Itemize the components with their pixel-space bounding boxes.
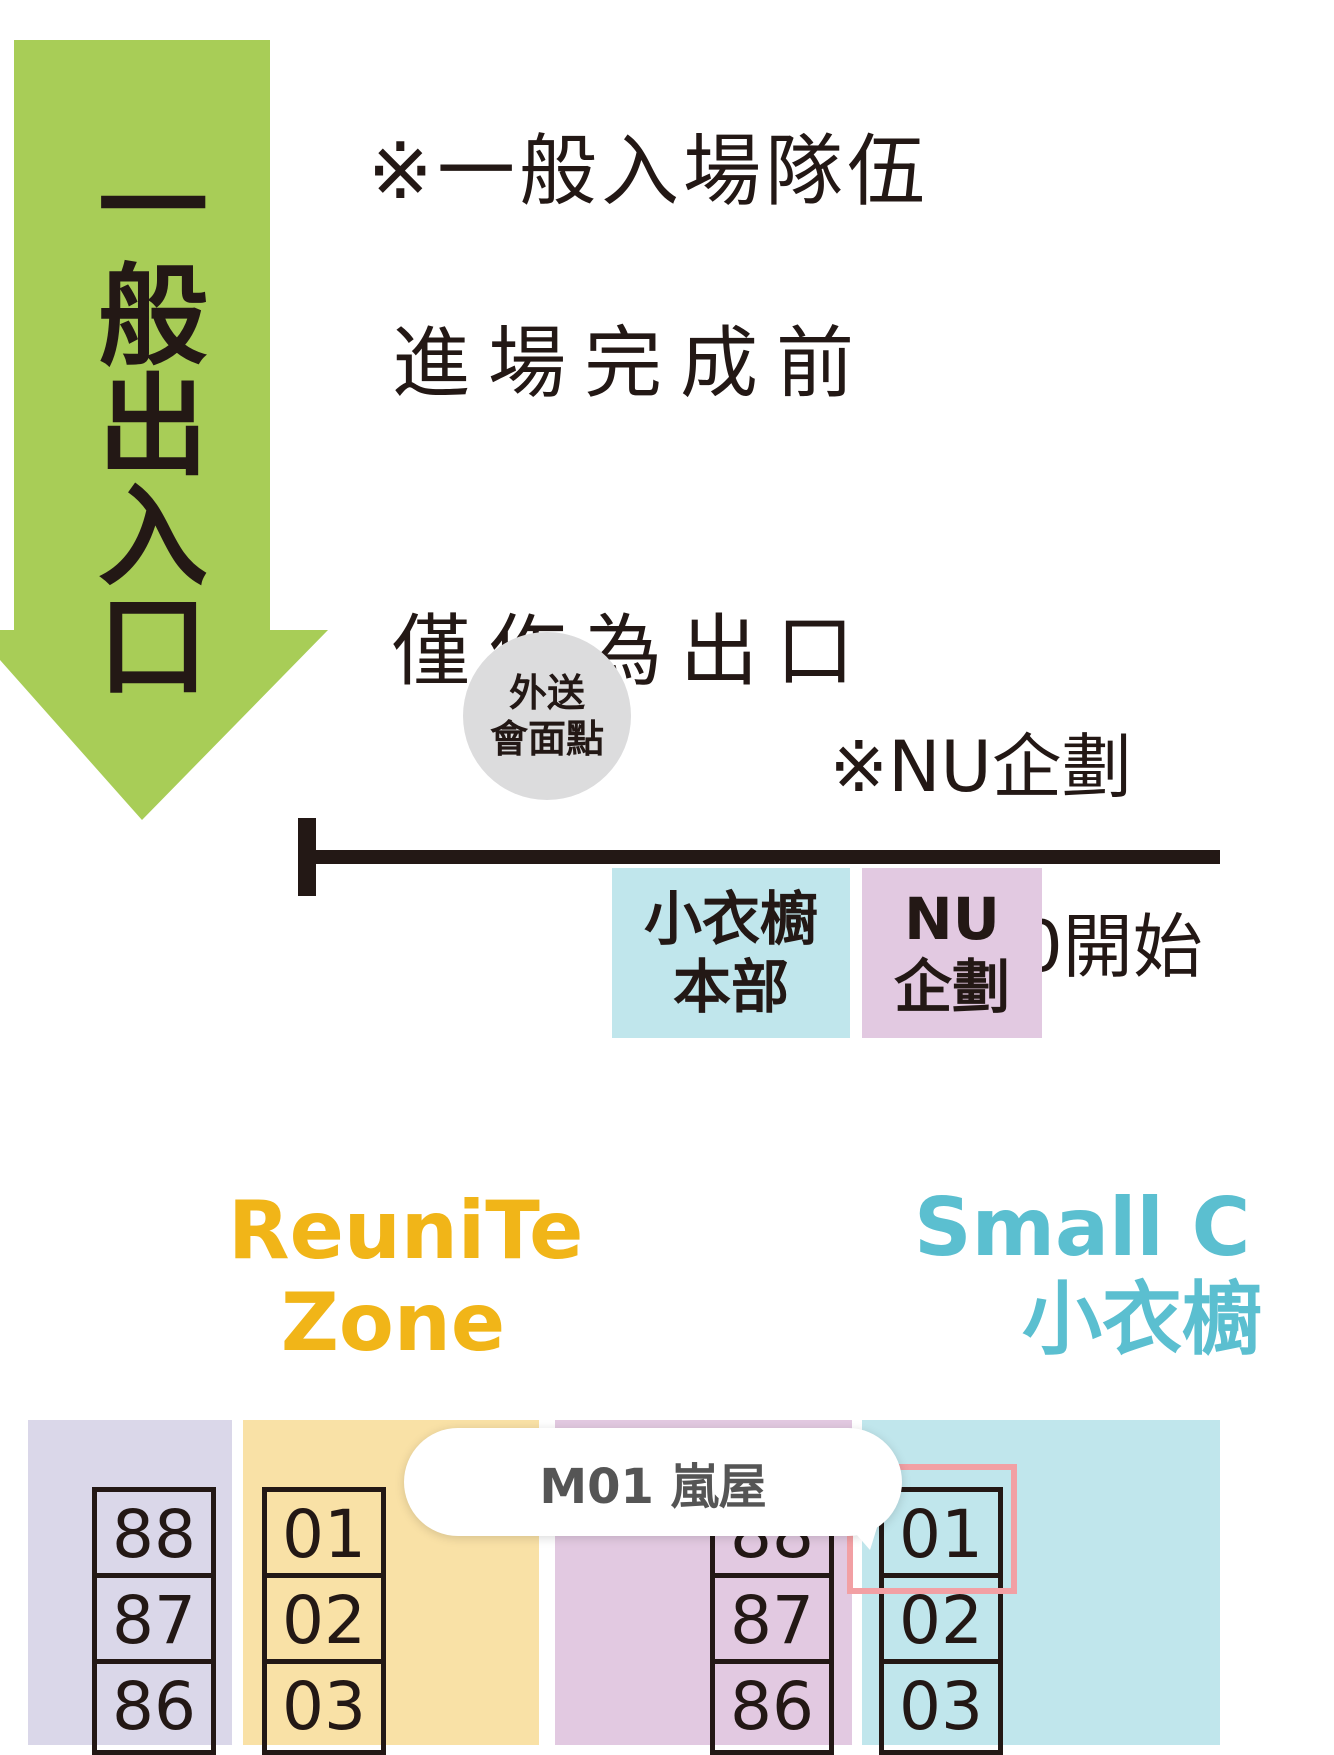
zone-reunite-line-2: Zone (280, 1276, 506, 1369)
booth-cell[interactable]: 03 (899, 1668, 983, 1745)
booth-cell[interactable]: 87 (97, 1578, 211, 1664)
zone-title-reunite: ReuniTe Zone (228, 1184, 584, 1369)
delivery-pickup-point[interactable]: 外送 會面點 (463, 632, 631, 800)
booth-cell[interactable]: 01 (884, 1492, 998, 1578)
general-exit-note-line-1: ※一般入場隊伍 (367, 127, 929, 217)
zone-title-small-closet: Small C 小衣櫥 (914, 1182, 1334, 1366)
zone-column-a (28, 1420, 232, 1745)
booth-nu-line-1: NU (904, 885, 1000, 953)
pickup-line-1: 外送 (508, 671, 585, 715)
booth-stack-b: 01 02 03 (262, 1487, 386, 1755)
zone-small-line-2: 小衣櫥 (1022, 1273, 1262, 1366)
booth-cell[interactable]: 86 (730, 1668, 814, 1745)
booth-cell[interactable]: 86 (112, 1668, 196, 1745)
general-exit-note-line-2: 進場完成前 (392, 319, 873, 409)
booth-cell[interactable]: 87 (715, 1578, 829, 1664)
booth-cell[interactable]: 03 (282, 1668, 366, 1745)
zone-small-line-1: Small C (914, 1181, 1251, 1274)
booth-cell[interactable]: 02 (267, 1578, 381, 1664)
tooltip-text: M01 嵐屋 (539, 1459, 767, 1515)
nu-note-line-1: ※NU企劃 (829, 726, 1132, 808)
zone-reunite-line-1: ReuniTe (228, 1184, 584, 1277)
zone-column-d (862, 1420, 1220, 1745)
booth-stack-d: 01 02 03 (879, 1487, 1003, 1755)
booth-nu-line-2: 企劃 (893, 953, 1010, 1021)
booth-cell[interactable]: 02 (884, 1578, 998, 1664)
entrance-arrow-icon (0, 40, 328, 820)
booth-cell[interactable]: 01 (267, 1492, 381, 1578)
booth-nu-project[interactable]: NU 企劃 (862, 868, 1042, 1038)
booth-closet-line-1: 小衣櫥 (643, 885, 818, 953)
pickup-line-2: 會面點 (489, 717, 604, 761)
booth-stack-a: 88 87 86 (92, 1487, 216, 1755)
entrance-arrow-shape (0, 40, 328, 820)
entrance-label: 一般出入口 (79, 148, 207, 698)
entrance-line (298, 850, 1220, 864)
booth-small-closet-hq[interactable]: 小衣櫥 本部 (612, 868, 850, 1038)
booth-tooltip: M01 嵐屋 (404, 1428, 902, 1536)
booth-closet-line-2: 本部 (672, 953, 789, 1021)
booth-cell[interactable]: 88 (97, 1492, 211, 1578)
tooltip-tail (842, 1518, 880, 1550)
